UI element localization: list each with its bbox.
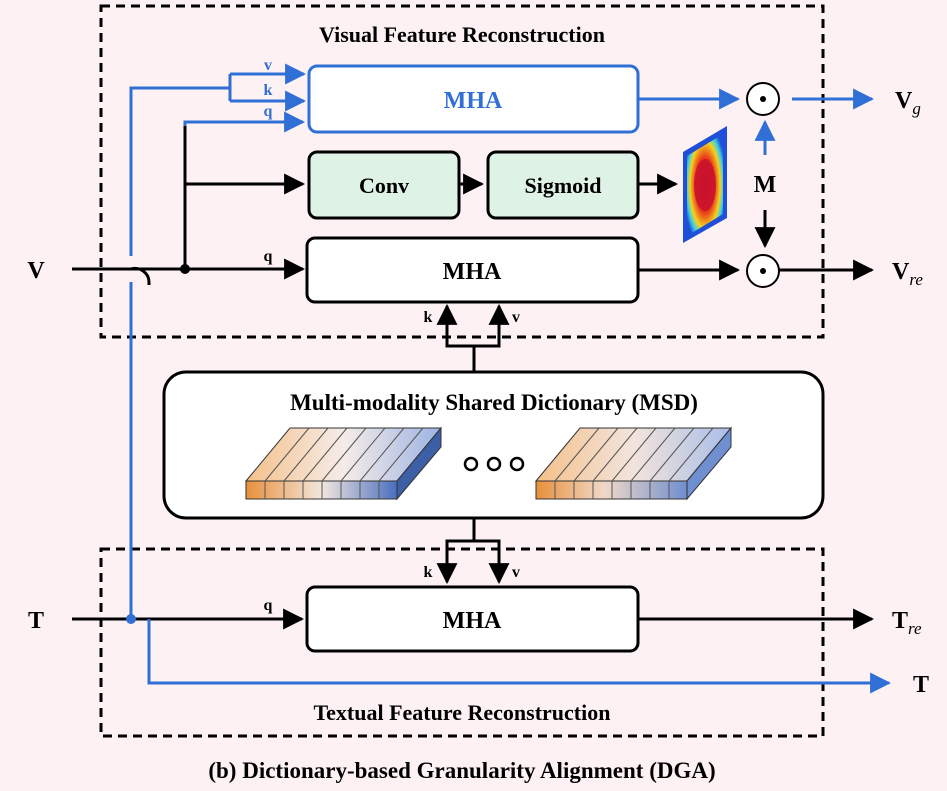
mask-label: M	[754, 172, 777, 198]
ellipsis-icon	[463, 456, 525, 472]
mha-text-label: MHA	[443, 608, 502, 634]
port-q-visual: q	[264, 248, 273, 265]
port-v-gate: v	[264, 57, 272, 74]
msd-to-mha-visual-kv	[445, 309, 501, 372]
port-v-text: v	[512, 564, 520, 581]
v-junction-dot	[180, 264, 190, 274]
output-t-label: T	[913, 672, 929, 698]
attention-heatmap-icon	[683, 126, 727, 243]
output-vg-label: Vg	[895, 88, 921, 118]
port-q-text: q	[264, 597, 273, 614]
v-input-line	[72, 266, 151, 285]
port-k-visual: k	[424, 309, 433, 326]
visual-section-title: Visual Feature Reconstruction	[319, 22, 605, 47]
textual-section-frame	[99, 547, 825, 738]
figure-caption: (b) Dictionary-based Granularity Alignme…	[208, 758, 715, 783]
dictionary-tensor-icon-left	[244, 426, 443, 501]
q-gate-line	[183, 111, 306, 133]
visual-section-frame	[99, 4, 825, 339]
msd-to-mha-text-kv	[445, 518, 501, 570]
input-v-label: V	[27, 258, 45, 284]
sigmoid-label: Sigmoid	[524, 173, 601, 198]
output-vre-label: Vre	[892, 259, 923, 289]
input-t-label: T	[28, 608, 44, 634]
port-k-gate: k	[264, 82, 273, 99]
port-v-visual: v	[512, 309, 520, 326]
output-tre-label: Tre	[892, 608, 922, 638]
mha-gate-label: MHA	[444, 88, 503, 114]
t-passthrough-line	[147, 619, 892, 694]
port-q-gate: q	[264, 103, 273, 120]
port-k-text: k	[424, 564, 433, 581]
msd-title: Multi-modality Shared Dictionary (MSD)	[290, 390, 698, 415]
dictionary-tensor-icon-right	[534, 426, 733, 501]
mha-visual-label: MHA	[443, 259, 502, 285]
hadamard-operator-bottom	[746, 254, 780, 288]
conv-label: Conv	[359, 173, 409, 198]
t-feed-up-line	[129, 86, 230, 619]
textual-section-title: Textual Feature Reconstruction	[314, 700, 611, 725]
hadamard-operator-top	[746, 82, 780, 116]
t-junction-dot	[126, 614, 136, 624]
